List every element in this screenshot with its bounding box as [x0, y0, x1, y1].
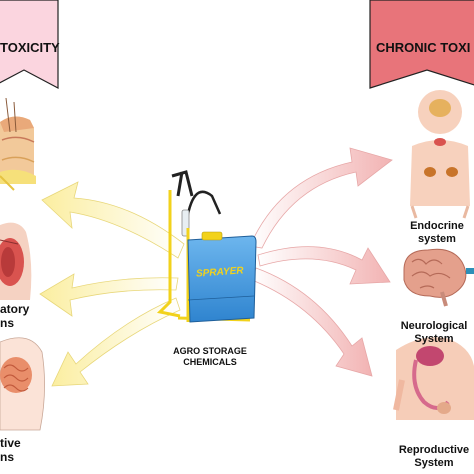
reproductive-label-line1: Reproductive — [398, 444, 470, 456]
arrow-to-digestive — [51, 297, 181, 387]
digestive-label-line1: tive — [0, 436, 21, 450]
center-caption: AGRO STORAGE CHEMICALS — [150, 346, 270, 368]
reproductive-label: Reproductive System — [394, 444, 474, 470]
chronic-arrows — [249, 147, 393, 377]
sprayer-illustration: SPRAYER — [156, 170, 257, 323]
endocrine-label-line1: Endocrine — [410, 220, 464, 232]
endocrine-illustration — [410, 90, 470, 219]
chronic-banner-title: CHRONIC TOXI — [376, 40, 471, 55]
arrow-to-neurological — [257, 246, 391, 285]
endocrine-label: Endocrine system — [400, 220, 474, 246]
arrow-to-reproductive — [251, 267, 373, 377]
digestive-label: tive ns — [0, 436, 21, 465]
arrow-to-endocrine — [249, 147, 393, 249]
respiratory-label-line2: ns — [0, 316, 15, 331]
center-caption-line2: CHEMICALS — [183, 356, 237, 367]
chronic-toxicity-banner — [369, 0, 474, 89]
acute-arrows — [39, 181, 185, 387]
respiratory-label-line1: atory — [0, 302, 30, 316]
neurological-label: Neurological System — [394, 320, 474, 346]
digestive-illustration — [0, 337, 45, 431]
respiratory-label: atory ns — [0, 302, 29, 331]
digestive-label-line2: ns — [0, 450, 15, 465]
sprayer-brand-text: SPRAYER — [196, 265, 245, 279]
arrow-to-respiratory — [39, 273, 179, 317]
reproductive-label-line2: System — [414, 457, 454, 470]
brain-illustration — [403, 248, 474, 307]
arrow-to-skin — [41, 181, 185, 259]
endocrine-label-line2: system — [418, 233, 456, 246]
skin-illustration — [0, 97, 36, 191]
reproductive-illustration — [393, 337, 474, 420]
neurological-label-line1: Neurological — [400, 320, 468, 332]
center-caption-line1: AGRO STORAGE — [173, 346, 247, 356]
acute-banner-title: TOXICITY — [0, 40, 60, 55]
neurological-label-line2: System — [414, 333, 454, 346]
acute-toxicity-banner — [0, 0, 59, 89]
respiratory-illustration — [0, 222, 32, 300]
